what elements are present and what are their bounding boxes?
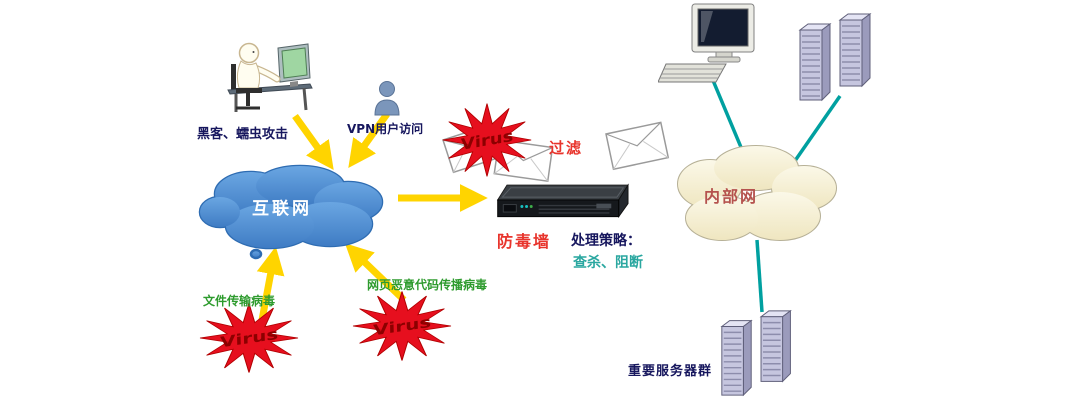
virus-burst-web-icon: Virus	[352, 291, 452, 361]
intranet-cloud-label: 内部网	[704, 187, 759, 206]
arrow-hacker-to-internet	[292, 113, 334, 170]
link-server-to-intranet	[788, 95, 842, 169]
web-virus-label: 网页恶意代码传播病毒	[367, 278, 488, 292]
virus-burst-file-icon: Virus	[199, 303, 299, 373]
file-virus-label: 文件传输病毒	[203, 294, 276, 308]
person-body	[236, 60, 261, 89]
monitor-screen	[697, 8, 749, 47]
policy-title-label: 处理策略：	[571, 233, 641, 249]
internet-cloud-label: 互联网	[252, 199, 312, 219]
person-head	[238, 42, 260, 64]
intranet-cloud	[677, 145, 837, 241]
hacker-workstation-icon	[227, 42, 313, 112]
server-group-label: 重要服务器群	[628, 364, 713, 379]
keyboard	[658, 63, 727, 83]
hacker-attack-label: 黑客、蠕虫攻击	[197, 127, 289, 142]
monitor-screen	[281, 47, 308, 79]
chair-back	[231, 64, 236, 90]
desktop-computer-icon	[658, 3, 755, 83]
policy-actions-label: 查杀、阻断	[573, 255, 643, 271]
vpn-user-icon	[374, 81, 400, 116]
virus-burst-top-icon: Virus	[442, 103, 532, 177]
arrow-webvirus-to-internet	[344, 243, 407, 303]
arrow-filevirus-to-internet	[256, 246, 285, 321]
filter-label: 过滤	[549, 139, 584, 157]
server-group-icon	[720, 309, 792, 397]
vpn-user-label: VPN用户访问	[347, 122, 424, 136]
attack-arrows	[256, 111, 488, 321]
server-tower-icon	[798, 13, 872, 102]
firewall-device-icon	[496, 183, 629, 219]
link-intranet-to-servergroup	[755, 239, 764, 313]
arrow-vpn-to-internet	[348, 111, 390, 168]
firewall-label: 防毒墙	[497, 232, 552, 251]
chair-seat	[236, 88, 262, 93]
envelope-clean-icon	[605, 121, 670, 171]
firewall-top	[496, 184, 629, 201]
